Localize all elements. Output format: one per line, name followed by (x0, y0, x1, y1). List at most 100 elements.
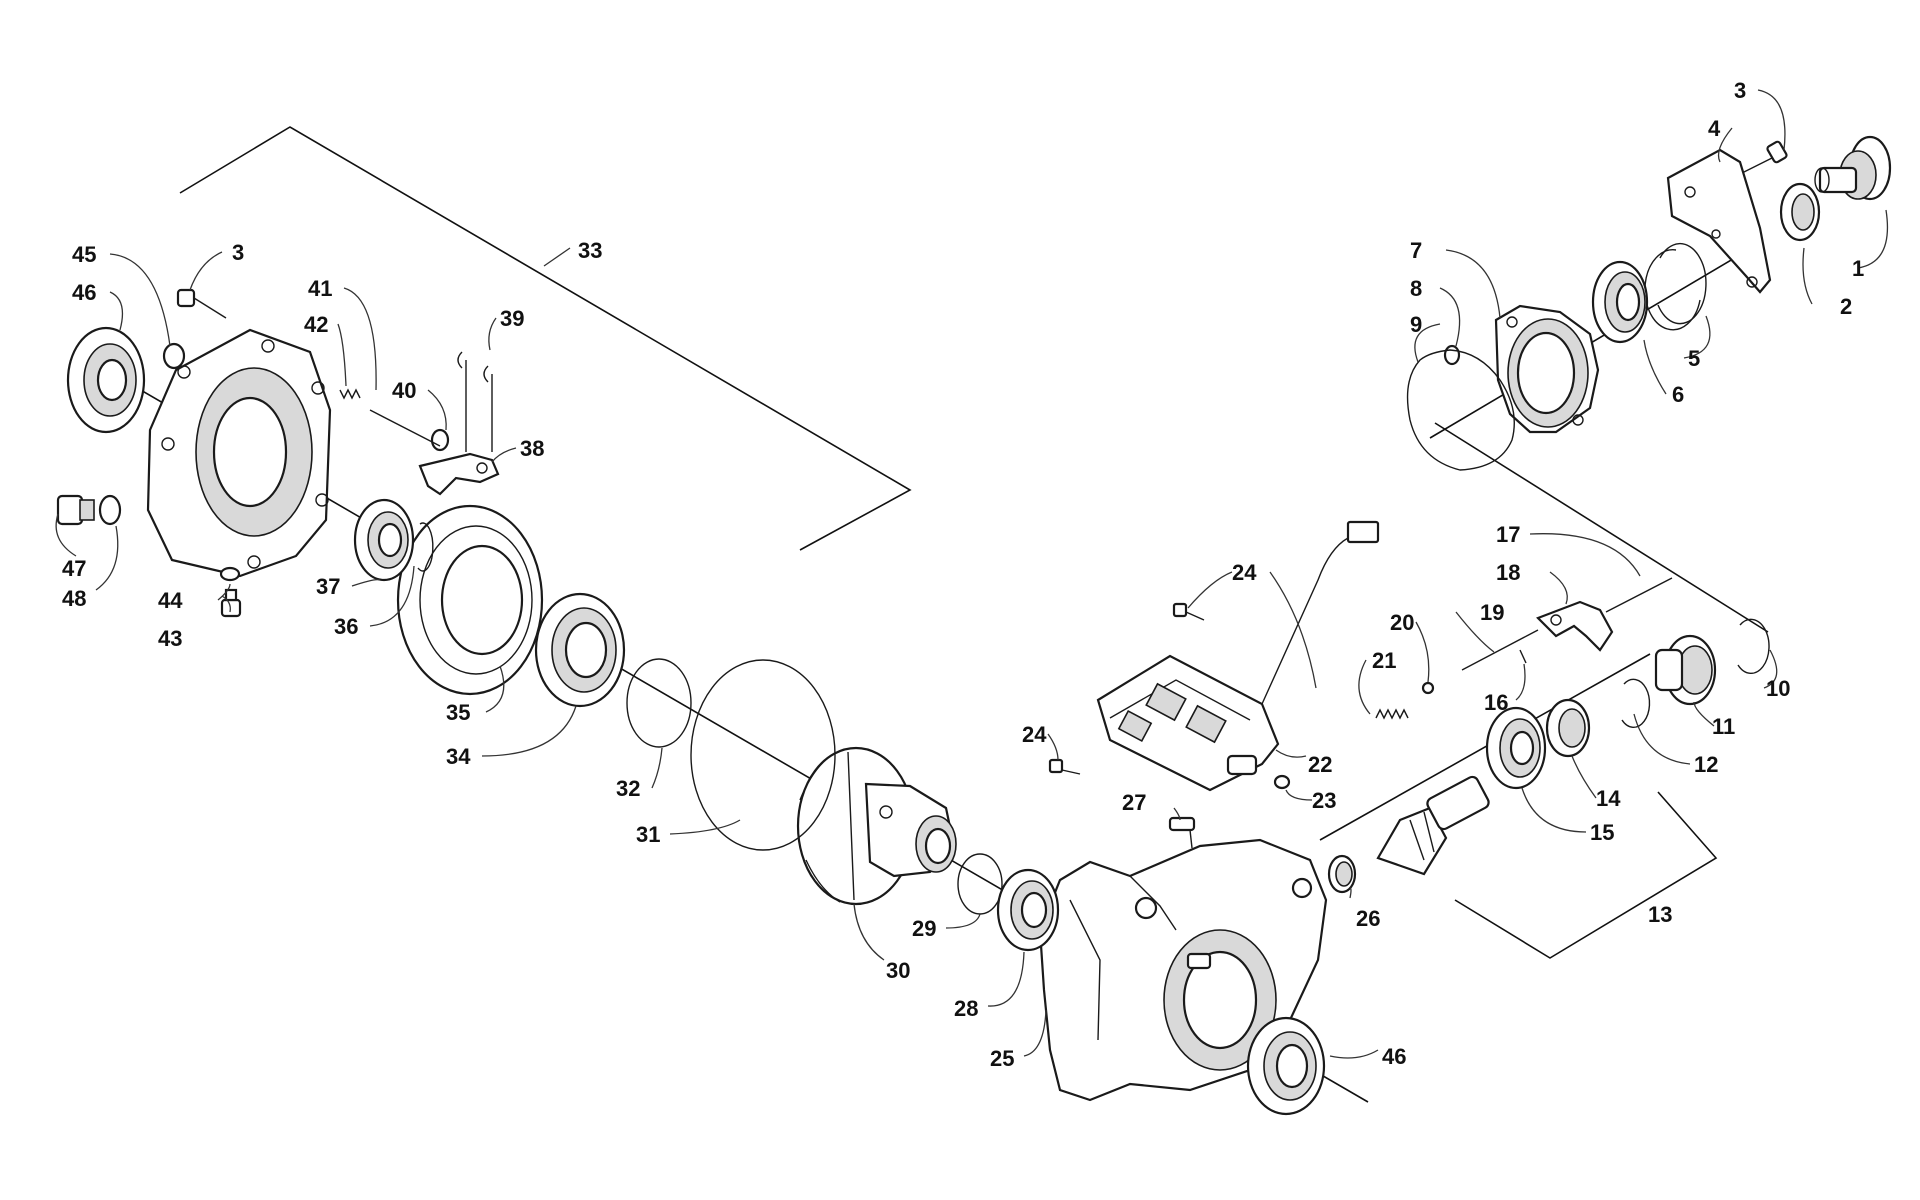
callout-8: 8 (1410, 276, 1422, 301)
spacer-part-40 (430, 428, 450, 452)
callout-22: 22 (1308, 752, 1332, 777)
callout-16: 16 (1484, 690, 1508, 715)
callout-46-left: 46 (72, 280, 96, 305)
callout-38: 38 (520, 436, 544, 461)
snap-ring-part-36 (417, 522, 434, 572)
callout-11: 11 (1712, 714, 1735, 739)
callout-24-bottom: 24 (1022, 722, 1047, 747)
callout-35: 35 (446, 700, 470, 725)
axis-line-upper-right (1429, 242, 1761, 439)
callout-47: 47 (62, 556, 86, 581)
callout-12: 12 (1694, 752, 1718, 777)
lever-part-38 (418, 452, 500, 496)
o-ring-part-8 (1443, 344, 1461, 366)
callout-3-upper: 3 (1734, 78, 1746, 103)
oil-seal-part-46-right (1246, 1016, 1326, 1116)
leader-lines (55, 89, 1889, 1059)
bracket-plate-part-4 (1666, 148, 1772, 294)
callout-17: 17 (1496, 522, 1520, 547)
callout-13: 13 (1648, 902, 1672, 927)
callout-14: 14 (1596, 786, 1621, 811)
callout-25: 25 (990, 1046, 1014, 1071)
snap-ring-part-5 (1644, 242, 1707, 331)
callout-41: 41 (308, 276, 332, 301)
gasket-part-9 (1406, 349, 1515, 471)
output-yoke-part-1 (1814, 135, 1892, 201)
o-ring-part-32 (626, 658, 692, 748)
shift-shaft-part-41 (369, 409, 441, 447)
snap-ring-part-12 (1621, 678, 1651, 728)
callout-4: 4 (1708, 116, 1721, 141)
callout-10: 10 (1766, 676, 1790, 701)
vent-fitting-part-27 (1168, 816, 1196, 849)
spacer-part-14 (1545, 698, 1591, 758)
snap-ring-part-10 (1737, 618, 1770, 675)
callout-37: 37 (316, 574, 340, 599)
o-ring-part-48 (98, 494, 122, 526)
cap-screw-part-3-left (176, 288, 227, 319)
bearing-part-6 (1591, 260, 1649, 344)
actuator-part-22 (1096, 520, 1380, 792)
callout-48: 48 (62, 586, 86, 611)
shift-shaft-part-17 (1605, 577, 1673, 613)
callout-42: 42 (304, 312, 328, 337)
callout-23: 23 (1312, 788, 1336, 813)
callout-19: 19 (1480, 600, 1504, 625)
pin-part-16 (1519, 649, 1527, 664)
assembly-bracket-33 (179, 126, 912, 551)
ball-part-20 (1421, 681, 1435, 695)
oil-seal-part-2 (1779, 182, 1821, 242)
bearing-part-37 (353, 498, 415, 582)
o-ring-part-29 (957, 853, 1003, 915)
assembly-bracket-13 (1454, 791, 1718, 959)
callout-39: 39 (500, 306, 524, 331)
o-ring-part-45-small (162, 342, 186, 370)
shift-fork-part-18 (1536, 600, 1614, 652)
bearing-part-15 (1485, 706, 1547, 790)
callout-7: 7 (1410, 238, 1422, 263)
clip-part-39 (457, 351, 493, 452)
callout-1: 1 (1852, 256, 1864, 281)
callout-3-left: 3 (232, 240, 244, 265)
output-housing-part-7 (1494, 304, 1600, 434)
screw-part-24-bottom (1048, 758, 1081, 775)
axis-line-mid-right (1434, 422, 1769, 633)
callout-5: 5 (1688, 346, 1700, 371)
callout-18: 18 (1496, 560, 1520, 585)
callout-24-top: 24 (1232, 560, 1257, 585)
ring-gear-part-30 (796, 746, 957, 906)
callout-28: 28 (954, 996, 978, 1021)
drain-plug-part-43 (220, 588, 242, 618)
callout-45: 45 (72, 242, 96, 267)
callout-44: 44 (158, 588, 183, 613)
screw-part-24-top (1172, 602, 1205, 621)
callout-43: 43 (158, 626, 182, 651)
sleeve-part-11 (1654, 634, 1717, 706)
cap-screw-part-3-upper (1735, 140, 1788, 177)
washer-part-44 (219, 566, 241, 582)
spring-part-21 (1375, 708, 1409, 720)
callout-6: 6 (1672, 382, 1684, 407)
pinion-bearing-part-26 (1327, 854, 1357, 894)
callout-2: 2 (1840, 294, 1852, 319)
callout-40: 40 (392, 378, 416, 403)
o-ring-part-31 (690, 659, 836, 851)
coil-ring-part-35 (396, 504, 544, 696)
callout-30: 30 (886, 958, 910, 983)
axis-line-pinion (1319, 653, 1651, 841)
callout-32: 32 (616, 776, 640, 801)
pinion-gear (1376, 775, 1490, 876)
callout-20: 20 (1390, 610, 1414, 635)
callout-33: 33 (578, 238, 602, 263)
callout-15: 15 (1590, 820, 1614, 845)
left-cover-part-45 (146, 328, 332, 578)
callout-29: 29 (912, 916, 936, 941)
callout-31: 31 (636, 822, 660, 847)
fill-plug-part-47 (56, 494, 95, 526)
callout-34: 34 (446, 744, 471, 769)
spring-part-42 (339, 388, 361, 400)
o-ring-part-23 (1273, 774, 1291, 790)
callout-9: 9 (1410, 312, 1422, 337)
bearing-part-34 (534, 592, 626, 708)
